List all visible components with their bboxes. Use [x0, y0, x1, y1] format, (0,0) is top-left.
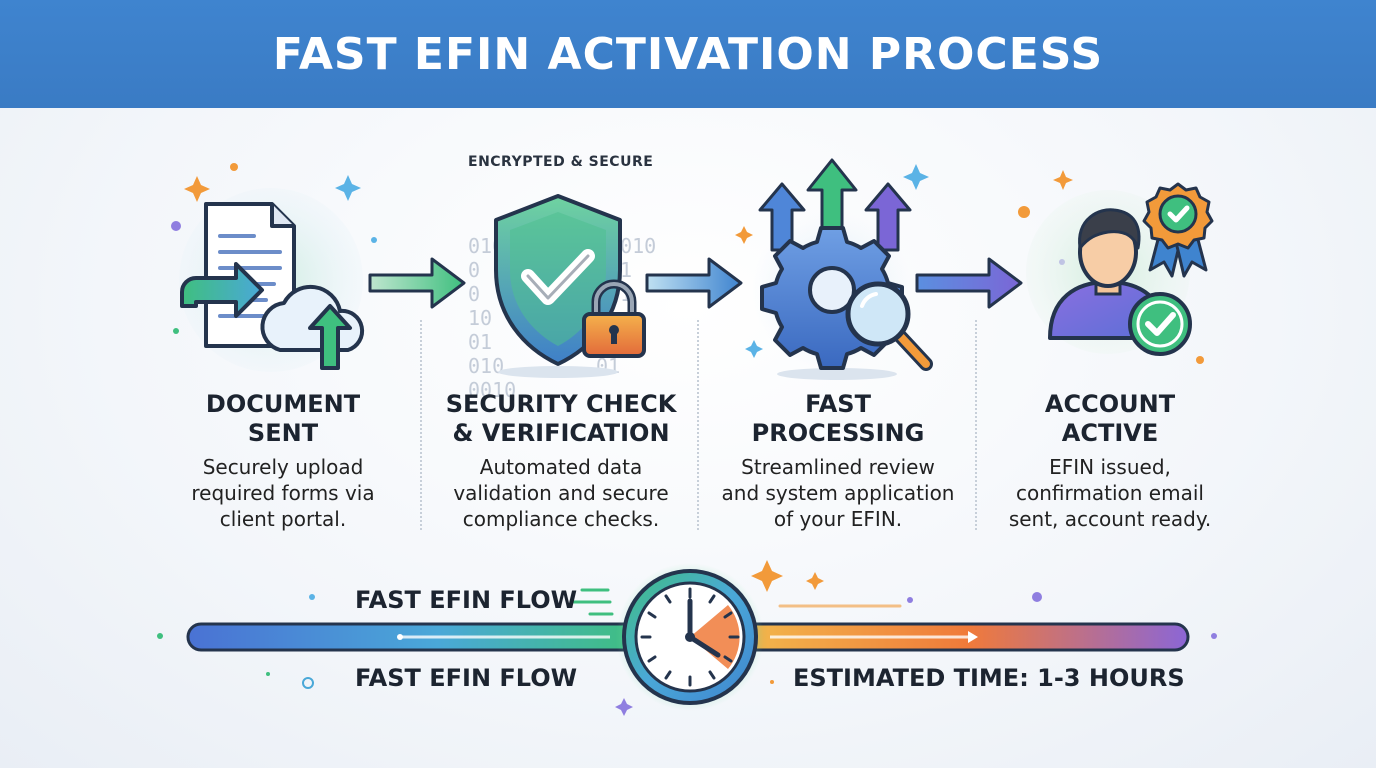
divider-3 — [975, 320, 977, 530]
estimated-time-label: ESTIMATED TIME: 1-3 HOURS — [793, 664, 1185, 692]
step-title: SECURITY CHECK& VERIFICATION — [445, 390, 677, 447]
shield-lock-icon — [494, 194, 646, 378]
encrypted-badge-label: ENCRYPTED & SECURE — [468, 154, 654, 170]
arrow-right-icon — [645, 257, 743, 309]
arrow-right-icon — [368, 257, 466, 309]
gear-magnifier-icon — [752, 158, 933, 380]
arrow-right-icon — [915, 257, 1023, 309]
timeline-bar — [186, 563, 1190, 711]
user-check-icon — [1026, 182, 1214, 356]
page-title: FAST EFIN ACTIVATION PROCESS — [272, 28, 1104, 80]
document-upload-icon — [179, 188, 365, 372]
divider-1 — [420, 320, 422, 530]
clock-icon — [616, 563, 764, 711]
timeline-label-bottom: FAST EFIN FLOW — [355, 664, 578, 692]
timeline-label-top: FAST EFIN FLOW — [355, 586, 578, 614]
header-banner: FAST EFIN ACTIVATION PROCESS — [0, 0, 1376, 108]
divider-2 — [697, 320, 699, 530]
